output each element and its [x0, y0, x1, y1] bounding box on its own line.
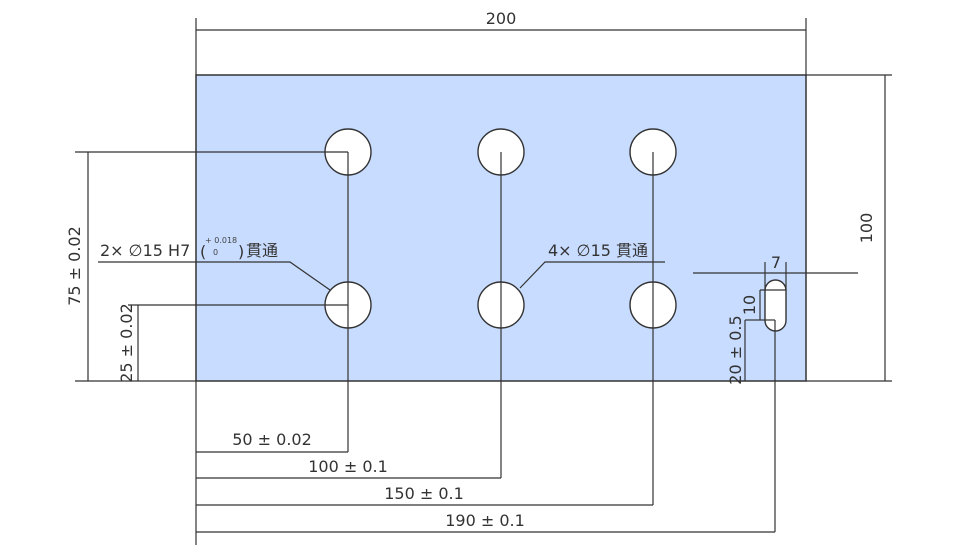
dim-width	[195, 18, 807, 75]
dim-190-label: 190 ± 0.1	[445, 511, 525, 530]
dim-horizontal-holes	[195, 152, 776, 545]
dim-vertical-holes	[75, 151, 348, 382]
callout-reamed-suffix: 貫通	[246, 241, 278, 260]
dim-slot-height-label: 20 ± 0.5	[726, 315, 745, 384]
callout-plain-holes: 4× ∅15 貫通	[548, 241, 648, 260]
dim-width-label: 200	[486, 9, 517, 28]
dim-50-label: 50 ± 0.02	[232, 430, 312, 449]
tolerance-lower: 0	[213, 248, 218, 257]
dim-100-label: 100 ± 0.1	[308, 457, 388, 476]
callout-reamed-holes: 2× ∅15 H7	[100, 241, 190, 260]
dim-25-label: 25 ± 0.02	[117, 303, 136, 383]
tolerance-upper: + 0.018	[205, 236, 237, 245]
dim-height	[806, 74, 892, 382]
tolerance-paren-close: )	[238, 242, 244, 261]
dim-150-label: 150 ± 0.1	[384, 484, 464, 503]
leaders	[98, 261, 665, 291]
tolerance-paren-open: (	[200, 242, 206, 261]
dim-slot-width-label: 7	[771, 253, 781, 272]
dim-slot	[693, 262, 858, 381]
dim-height-label: 100	[857, 213, 876, 244]
dim-75-label: 75 ± 0.02	[65, 226, 84, 306]
dim-slot-length-label: 10	[740, 295, 759, 315]
